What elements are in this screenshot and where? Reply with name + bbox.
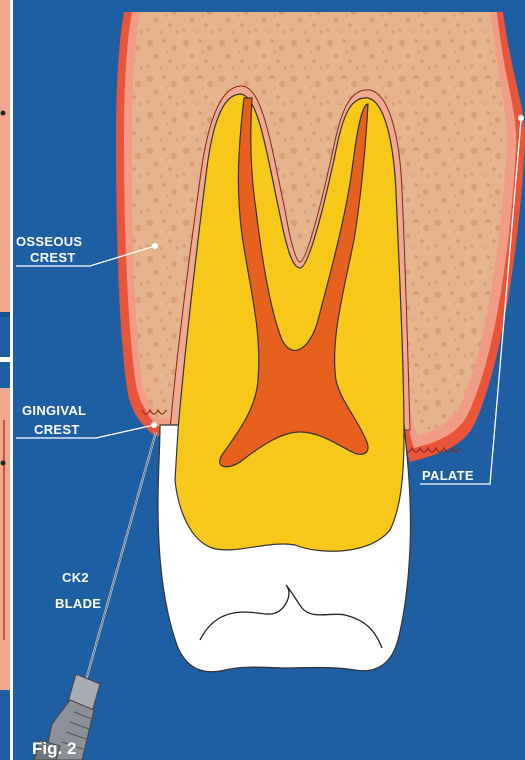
palate-label: PALATE — [422, 468, 474, 483]
gingival-crest-marker — [151, 422, 157, 428]
palate-marker — [518, 115, 524, 121]
ck2-blade-label-line1: CK2 — [62, 570, 89, 585]
gingival-crest-label-line1: GINGIVAL — [22, 403, 86, 418]
ck2-blade-label-line2: BLADE — [55, 596, 101, 611]
osseous-crest-label-line1: OSSEOUS — [16, 234, 82, 249]
osseous-crest-marker — [152, 243, 158, 249]
osseous-crest-label-line2: CREST — [30, 250, 76, 265]
figure-caption: Fig. 2 — [32, 739, 76, 758]
gingival-crest-label-line2: CREST — [34, 422, 80, 437]
